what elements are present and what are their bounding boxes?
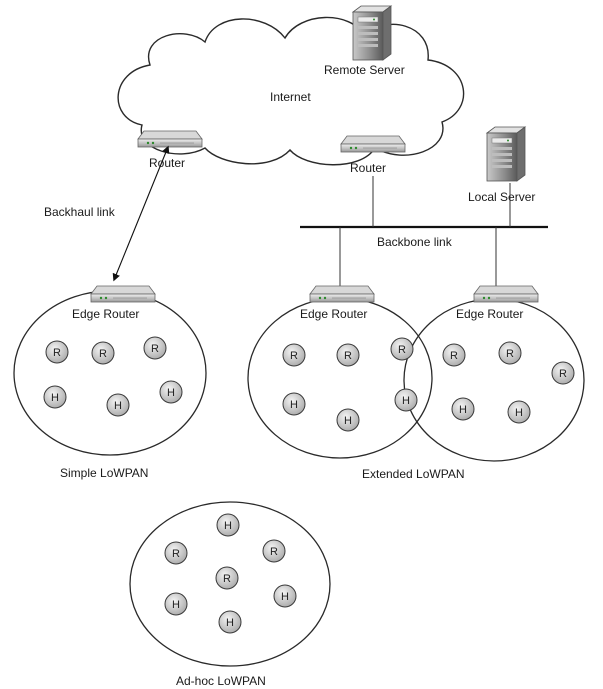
host-node-circle — [282, 392, 306, 416]
edge-router-ext-left-icon — [309, 285, 375, 303]
simple-host-node: H — [106, 393, 130, 417]
adhoc-router-node: R — [215, 566, 239, 590]
host-node-letter: H — [226, 617, 234, 629]
adhoc-host-node: H — [216, 513, 240, 537]
router-node-letter: R — [172, 548, 180, 560]
router-node-circle — [45, 340, 69, 364]
edge-router-ext-right-label: Edge Router — [456, 307, 523, 321]
edge-router-ext-left-label: Edge Router — [300, 307, 367, 321]
router-node-circle — [143, 336, 167, 360]
edge-router-simple-icon — [90, 285, 156, 303]
router-left-icon — [137, 130, 203, 148]
extended-host-node: H — [451, 397, 475, 421]
host-node-circle — [394, 388, 418, 412]
simple-host-node: H — [159, 380, 183, 404]
router-node-letter: R — [344, 350, 352, 362]
adhoc-host-node: H — [273, 584, 297, 608]
router-node-letter: R — [53, 347, 61, 359]
simple-host-node: H — [43, 385, 67, 409]
host-node-letter: H — [402, 395, 410, 407]
host-node-circle — [451, 397, 475, 421]
local-server-icon — [486, 126, 526, 182]
edge-router-simple-label: Edge Router — [72, 307, 139, 321]
backbone-link-label: Backbone link — [377, 235, 453, 249]
extended-router-node: R — [442, 343, 466, 367]
router-node-letter: R — [450, 350, 458, 362]
router-node-circle — [262, 539, 286, 563]
adhoc-host-node: H — [164, 592, 188, 616]
router-node-letter: R — [99, 348, 107, 360]
internet-label: Internet — [270, 90, 311, 104]
simple-router-node: R — [45, 340, 69, 364]
extended-router-node: R — [390, 337, 414, 361]
extended-router-node: R — [551, 361, 575, 385]
extended-router-node: R — [282, 343, 306, 367]
host-node-letter: H — [515, 407, 523, 419]
router-node-circle — [336, 343, 360, 367]
router-node-circle — [282, 343, 306, 367]
local-server-label: Local Server — [468, 190, 535, 204]
router-left-label: Router — [149, 156, 185, 170]
router-node-circle — [551, 361, 575, 385]
host-node-letter: H — [51, 392, 59, 404]
host-node-circle — [273, 584, 297, 608]
router-node-letter: R — [290, 350, 298, 362]
extended-router-node: R — [498, 341, 522, 365]
host-node-letter: H — [459, 404, 467, 416]
router-node-letter: R — [559, 368, 567, 380]
host-node-circle — [507, 400, 531, 424]
simple-lowpan-label: Simple LoWPAN — [60, 466, 148, 480]
router-node-circle — [498, 341, 522, 365]
router-node-letter: R — [151, 343, 159, 355]
host-node-letter: H — [290, 399, 298, 411]
host-node-letter: H — [114, 400, 122, 412]
adhoc-lowpan-label: Ad-hoc LoWPAN — [176, 674, 266, 688]
router-node-letter: R — [270, 546, 278, 558]
router-node-circle — [164, 541, 188, 565]
simple-router-node: R — [143, 336, 167, 360]
host-node-circle — [164, 592, 188, 616]
adhoc-host-node: H — [218, 610, 242, 634]
extended-host-node: H — [394, 388, 418, 412]
host-node-circle — [216, 513, 240, 537]
backhaul-link-label: Backhaul link — [44, 205, 116, 219]
adhoc-router-node: R — [262, 539, 286, 563]
extended-host-node: H — [282, 392, 306, 416]
router-node-circle — [390, 337, 414, 361]
simple-router-node: R — [91, 341, 115, 365]
host-node-letter: H — [167, 387, 175, 399]
router-node-letter: R — [506, 348, 514, 360]
extended-host-node: H — [507, 400, 531, 424]
router-node-circle — [215, 566, 239, 590]
remote-server-icon — [352, 5, 392, 61]
router-right-icon — [340, 135, 406, 153]
host-node-letter: H — [172, 599, 180, 611]
backhaul-link-arrow — [112, 145, 170, 282]
router-right-label: Router — [350, 161, 386, 175]
host-node-circle — [218, 610, 242, 634]
host-node-circle — [106, 393, 130, 417]
host-node-letter: H — [344, 415, 352, 427]
extended-router-node: R — [336, 343, 360, 367]
host-node-letter: H — [281, 591, 289, 603]
host-node-circle — [336, 408, 360, 432]
edge-router-ext-right-icon — [473, 285, 539, 303]
remote-server-label: Remote Server — [324, 63, 405, 77]
host-node-circle — [43, 385, 67, 409]
router-node-letter: R — [223, 573, 231, 585]
router-node-letter: R — [398, 344, 406, 356]
host-node-letter: H — [224, 520, 232, 532]
extended-host-node: H — [336, 408, 360, 432]
extended-lowpan-label: Extended LoWPAN — [362, 467, 465, 481]
adhoc-router-node: R — [164, 541, 188, 565]
router-node-circle — [91, 341, 115, 365]
nodes-layer: R R R H H H R R R H H H R R R H H H R R R H H H — [43, 336, 575, 634]
router-node-circle — [442, 343, 466, 367]
host-node-circle — [159, 380, 183, 404]
